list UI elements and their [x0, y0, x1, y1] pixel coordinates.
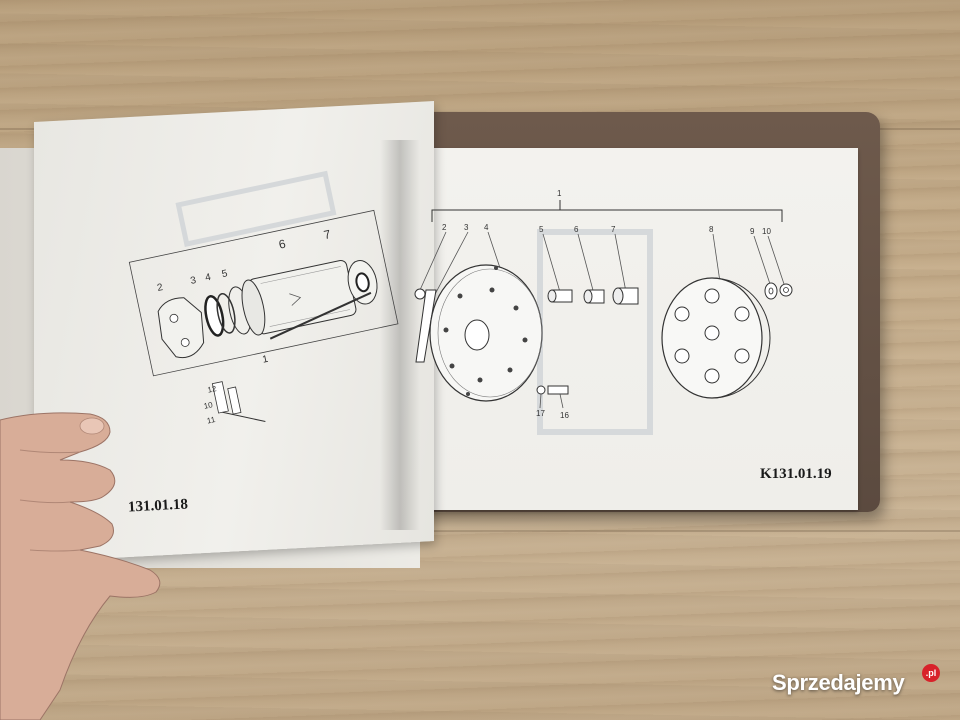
- watermark-badge: .pl: [922, 664, 940, 682]
- leader-line: [431, 231, 469, 301]
- label-part-10: 10: [762, 227, 771, 236]
- housing-cap-part: [157, 297, 205, 359]
- leader-line: [753, 235, 771, 285]
- bracket-strip-part: [415, 289, 437, 363]
- diagram-frame: [128, 209, 399, 377]
- flange-disc-part: [429, 264, 543, 402]
- o-ring-part: [216, 292, 236, 334]
- label-part-16: 16: [560, 411, 569, 420]
- seal-ring-part: [204, 294, 225, 337]
- label-part-4: 4: [484, 223, 489, 232]
- rotor-disc-part: [661, 277, 771, 399]
- washer-part: [764, 282, 778, 300]
- ring-part: [612, 287, 639, 305]
- label-part-7: 7: [322, 227, 332, 242]
- motor-cylinder-part: [241, 259, 357, 336]
- label-part-2: 2: [442, 223, 447, 232]
- leader-line: [577, 233, 595, 295]
- label-part-2: 2: [156, 282, 164, 294]
- group-bracket: [431, 209, 783, 222]
- label-part-8: 8: [709, 225, 714, 234]
- hand-holding-page: [0, 412, 161, 720]
- bushing-part: [583, 289, 605, 304]
- label-group-1: 1: [557, 189, 562, 198]
- leader-line: [767, 235, 785, 285]
- label-part-6: 6: [574, 225, 579, 234]
- housing-bolt-hole: [180, 338, 190, 347]
- label-part-9: 9: [750, 227, 755, 236]
- label-part-3: 3: [464, 223, 469, 232]
- right-page-number: K131.01.19: [760, 466, 832, 482]
- label-part-6: 6: [277, 237, 287, 252]
- label-part-12: 12: [207, 384, 218, 395]
- leader-line: [712, 233, 721, 283]
- label-part-17: 17: [536, 409, 545, 418]
- sleeve-part: [547, 289, 573, 303]
- leader-line: [419, 231, 447, 291]
- watermark-brand: Sprzedajemy: [772, 670, 905, 695]
- label-part-10: 10: [203, 400, 214, 411]
- label-part-7: 7: [611, 225, 616, 234]
- bolt-part: [536, 385, 569, 409]
- nut-part: [779, 283, 793, 297]
- label-part-5: 5: [539, 225, 544, 234]
- label-part-11: 11: [206, 415, 217, 426]
- lower-fittings-group: 10 11 12: [203, 381, 266, 426]
- label-part-3: 3: [189, 275, 197, 287]
- label-part-5: 5: [221, 268, 229, 280]
- housing-bolt-hole: [169, 313, 179, 323]
- leader-line: [487, 231, 501, 269]
- page-gutter-shadow: [380, 140, 420, 530]
- table-plank-seam: [0, 530, 960, 532]
- tie-rod-part: [269, 291, 372, 340]
- leader-line: [614, 233, 627, 293]
- label-part-4: 4: [204, 272, 212, 284]
- leader-line: [542, 233, 561, 293]
- ghost-print-through: [175, 170, 337, 247]
- label-part-1: 1: [261, 354, 269, 366]
